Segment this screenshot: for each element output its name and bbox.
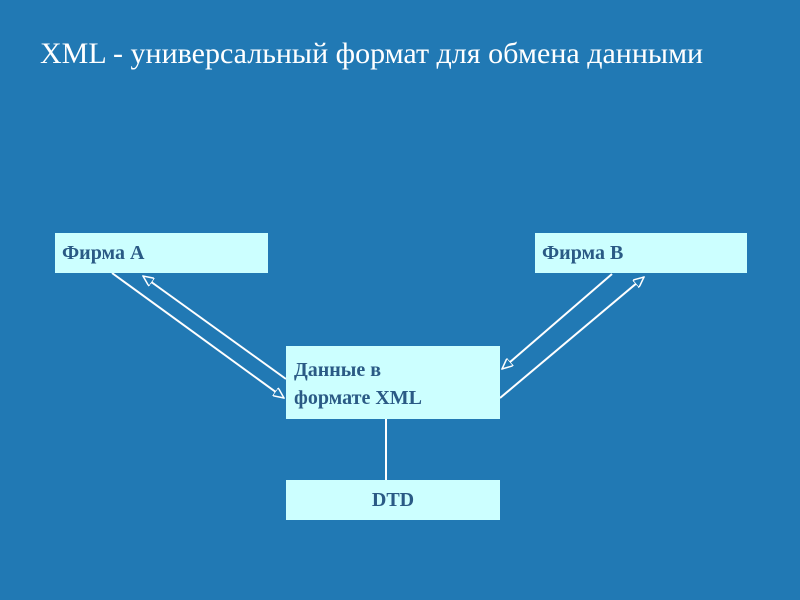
- node-xml-data-label-line2: формате XML: [294, 387, 422, 409]
- node-firm-a: Фирма А: [55, 233, 268, 273]
- arrow-xml-to-firm-b: [499, 277, 644, 399]
- node-firm-a-label: Фирма А: [62, 242, 145, 264]
- node-firm-b-label: Фирма В: [542, 242, 624, 264]
- node-xml-data: Данные в формате XML: [286, 346, 500, 419]
- node-dtd-label: DTD: [371, 489, 415, 511]
- node-firm-b: Фирма В: [535, 233, 747, 273]
- node-dtd: DTD: [286, 480, 500, 520]
- slide-title: XML - универсальный формат для обмена да…: [40, 37, 704, 70]
- node-xml-data-label-line1: Данные в: [294, 359, 382, 381]
- arrow-xml-to-firm-a: [143, 276, 287, 380]
- arrow-firm-b-to-xml: [502, 273, 613, 369]
- arrow-firm-a-to-xml: [111, 272, 284, 398]
